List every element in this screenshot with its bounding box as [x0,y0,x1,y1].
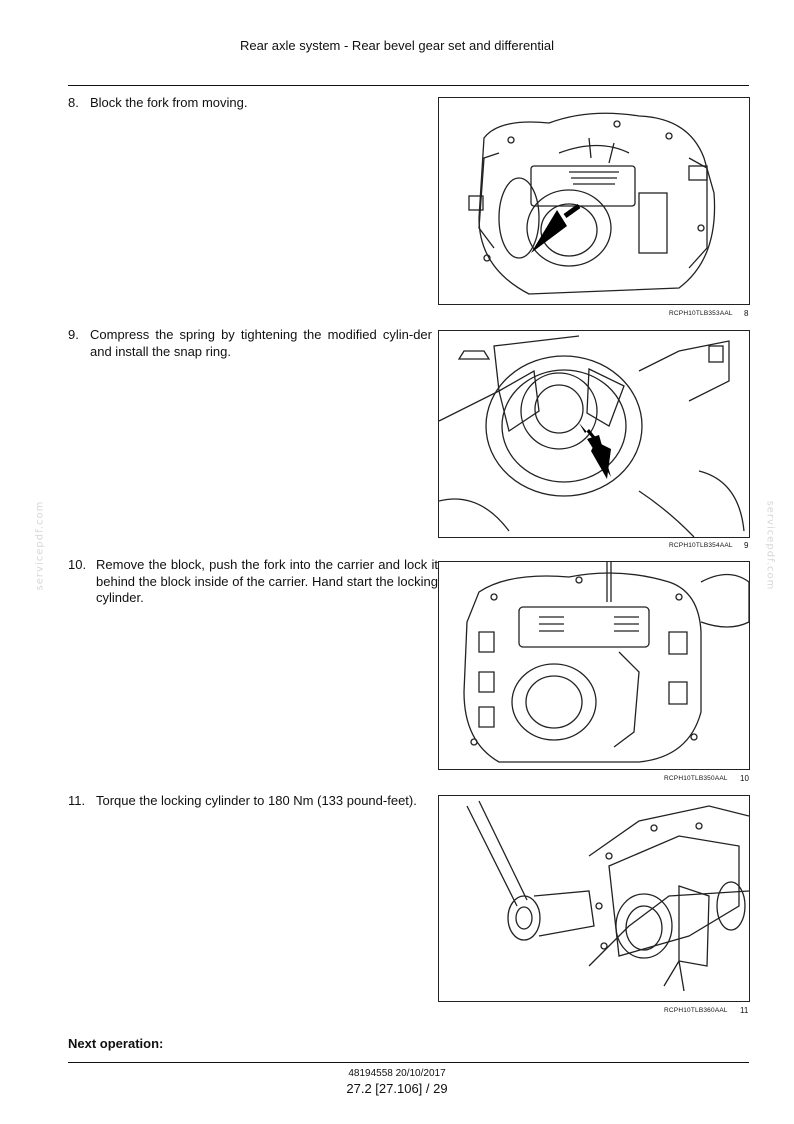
page-header-title: Rear axle system - Rear bevel gear set a… [239,38,555,53]
figure-8 [438,97,750,305]
footer-doc-ref: 48194558 20/10/2017 [348,1068,446,1079]
step-text: Torque the locking cylinder to 180 Nm (1… [96,793,417,808]
step-8: 8. Block the fork from moving. [68,95,410,112]
step-text: Remove the block, push the fork into the… [96,557,438,605]
step-number: 10. [68,557,87,572]
header-rule [68,85,749,86]
torque-wrench-illustration [466,800,749,992]
figure-10 [438,561,750,770]
figure-11 [438,795,750,1002]
figure-code: RCPH10TLB360AAL [664,1007,728,1014]
figure-code: RCPH10TLB353AAL [669,310,733,317]
spring-compress-illustration [439,335,745,537]
step-text: Compress the spring by tightening the mo… [90,327,432,359]
figure-code: RCPH10TLB350AAL [664,775,728,782]
next-operation-label: Next operation: [68,1036,164,1051]
fork-block-illustration [468,112,716,295]
watermark-left: servicepdf.com [34,500,46,591]
step-9: 9. Compress the spring by tightening the … [68,327,432,360]
figure-number: 10 [740,774,749,783]
step-text: Block the fork from moving. [90,95,248,110]
figure-number: 9 [744,541,749,550]
figure-9 [438,330,750,538]
locking-cylinder-illustration [463,562,749,763]
step-number: 11. [68,793,86,808]
figure-number: 8 [744,309,749,318]
figure-code: RCPH10TLB354AAL [669,542,733,549]
step-10: 10. Remove the block, push the fork into … [68,557,438,607]
figure-number: 11 [740,1006,749,1015]
watermark-right: servicepdf.com [764,500,776,591]
footer-page-number: 27.2 [27.106] / 29 [346,1081,448,1096]
footer-rule [68,1062,749,1063]
step-11: 11. Torque the locking cylinder to 180 Nm… [68,793,438,810]
step-number: 9. [68,327,79,342]
step-number: 8. [68,95,79,110]
